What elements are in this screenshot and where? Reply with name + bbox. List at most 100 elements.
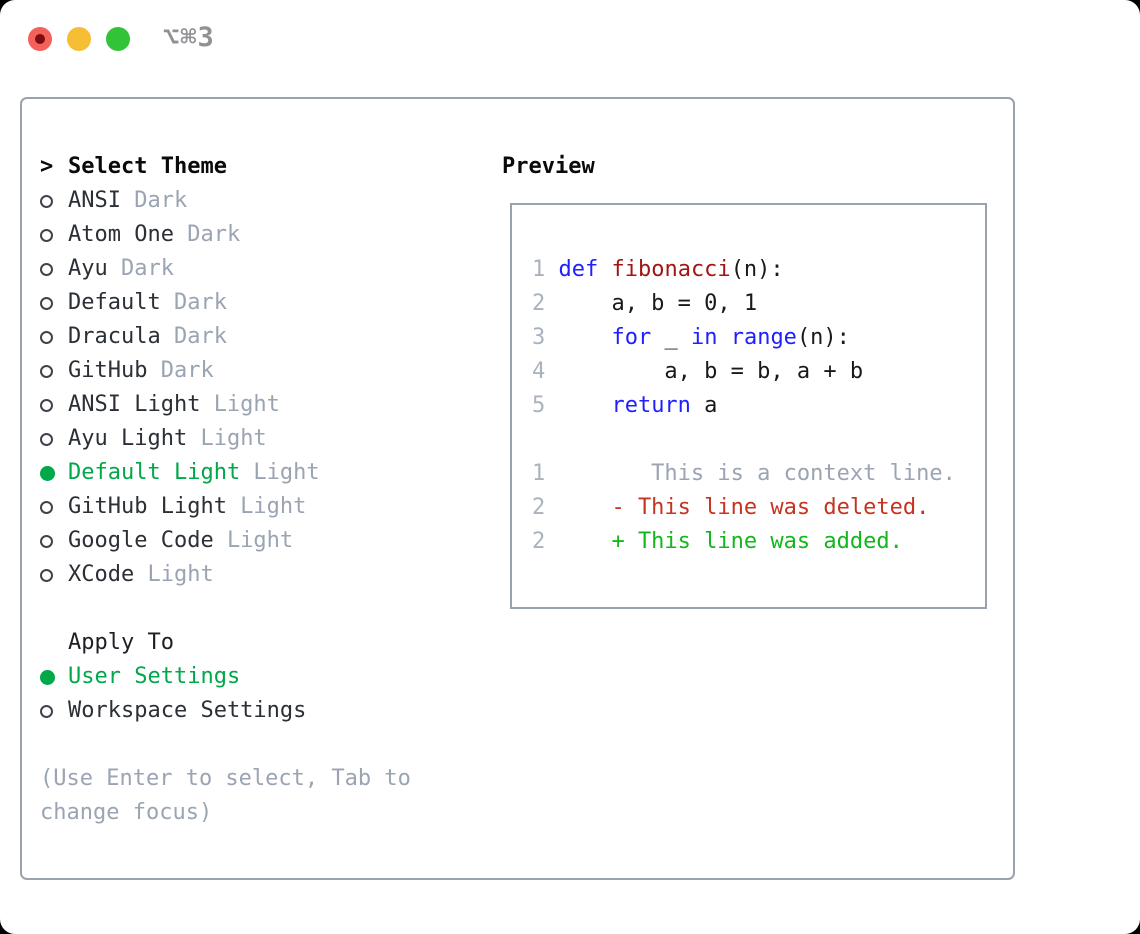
theme-variant-tag: Light [213, 392, 280, 417]
radio-circle [40, 500, 53, 514]
radio-icon [40, 330, 68, 344]
maximize-button[interactable] [106, 27, 130, 51]
radio-icon [40, 194, 68, 208]
preview-title: Preview [502, 154, 595, 179]
radio-icon [40, 228, 68, 242]
radio-icon [40, 500, 68, 514]
theme-name: GitHub [68, 358, 148, 383]
code-token: a [690, 393, 718, 418]
theme-name: GitHub Light [68, 494, 227, 519]
theme-variant-tag: Light [226, 528, 294, 553]
radio-circle [40, 228, 53, 242]
theme-option[interactable]: XCode Light [40, 558, 480, 592]
theme-name: ANSI [68, 188, 121, 213]
radio-circle [40, 432, 53, 446]
theme-option[interactable]: Google Code Light [40, 524, 480, 558]
code-token: (n): [730, 257, 784, 282]
theme-variant-tag: Dark [160, 358, 214, 383]
diff-text-added: + This line was added. [558, 529, 903, 554]
code-line: 2 a, b = 0, 1 [532, 287, 985, 321]
apply-to-title: Apply To [68, 630, 174, 655]
theme-name: Default [68, 290, 161, 315]
theme-variant-tag: Light [200, 426, 267, 451]
code-token: (n): [796, 325, 850, 350]
theme-name: ANSI Light [68, 392, 201, 417]
diff-sample: 1 This is a context line.2 - This line w… [532, 457, 985, 559]
code-token: in [690, 325, 718, 350]
radio-icon [40, 432, 68, 446]
radio-icon [40, 398, 68, 412]
radio-circle [40, 669, 55, 685]
code-line: 5 return a [532, 389, 985, 423]
radio-circle [40, 398, 53, 412]
keyboard-hint: (Use Enter to select, Tab to change focu… [40, 766, 411, 825]
code-token: _ [651, 325, 691, 350]
minimize-button[interactable] [67, 27, 91, 51]
radio-circle [40, 262, 53, 276]
radio-icon [40, 704, 68, 718]
radio-circle [40, 194, 53, 208]
code-token: a, b = b, a + b [558, 359, 864, 384]
code-line: 3 for _ in range(n): [532, 321, 985, 355]
code-token: for [611, 325, 652, 350]
theme-variant-tag: Dark [187, 222, 241, 247]
theme-option[interactable]: Default Dark [40, 286, 480, 320]
radio-circle [40, 568, 53, 582]
radio-circle [40, 704, 53, 718]
radio-icon [40, 534, 68, 548]
code-token: def [558, 257, 599, 282]
theme-option[interactable]: GitHub Dark [40, 354, 480, 388]
theme-option[interactable]: Default Light Light [40, 456, 480, 490]
theme-option[interactable]: GitHub Light Light [40, 490, 480, 524]
radio-icon [40, 262, 68, 276]
select-theme-title: Select Theme [68, 154, 227, 179]
diff-line: 1 This is a context line. [532, 457, 985, 491]
radio-icon [40, 364, 68, 378]
spacer [40, 592, 480, 626]
titlebar: ⌥⌘3 [0, 0, 1140, 80]
line-number: 1 [532, 461, 546, 486]
theme-name: Default Light [68, 460, 241, 485]
theme-variant-tag: Light [240, 494, 307, 519]
code-token: fibonacci [611, 257, 731, 282]
select-theme-header: > Select Theme [40, 150, 480, 184]
theme-name: Google Code [68, 528, 214, 553]
spacer [532, 423, 985, 457]
apply-to-header: Apply To [40, 626, 480, 660]
code-token [558, 393, 611, 418]
theme-variant-tag: Dark [173, 290, 227, 315]
code-token [558, 325, 611, 350]
line-number: 3 [532, 325, 546, 350]
diff-line: 2 + This line was added. [532, 525, 985, 559]
selection-caret-icon: > [40, 154, 54, 179]
theme-variant-tag: Dark [134, 188, 188, 213]
diff-text-context: This is a context line. [558, 461, 956, 486]
line-number: 4 [532, 359, 546, 384]
theme-option[interactable]: ANSI Light Light [40, 388, 480, 422]
theme-name: XCode [68, 562, 135, 587]
apply-to-option[interactable]: Workspace Settings [40, 694, 480, 728]
theme-variant-tag: Dark [120, 256, 174, 281]
theme-option[interactable]: ANSI Dark [40, 184, 480, 218]
diff-line: 2 - This line was deleted. [532, 491, 985, 525]
theme-variant-tag: Light [253, 460, 320, 485]
apply-to-option[interactable]: User Settings [40, 660, 480, 694]
theme-variant-tag: Light [147, 562, 214, 587]
close-button[interactable] [28, 27, 52, 51]
code-token: range [730, 325, 797, 350]
radio-icon [40, 568, 68, 582]
line-number: 1 [532, 257, 546, 282]
record-dot-icon [35, 34, 45, 44]
selected-radio-icon [40, 669, 68, 685]
radio-icon [40, 296, 68, 310]
